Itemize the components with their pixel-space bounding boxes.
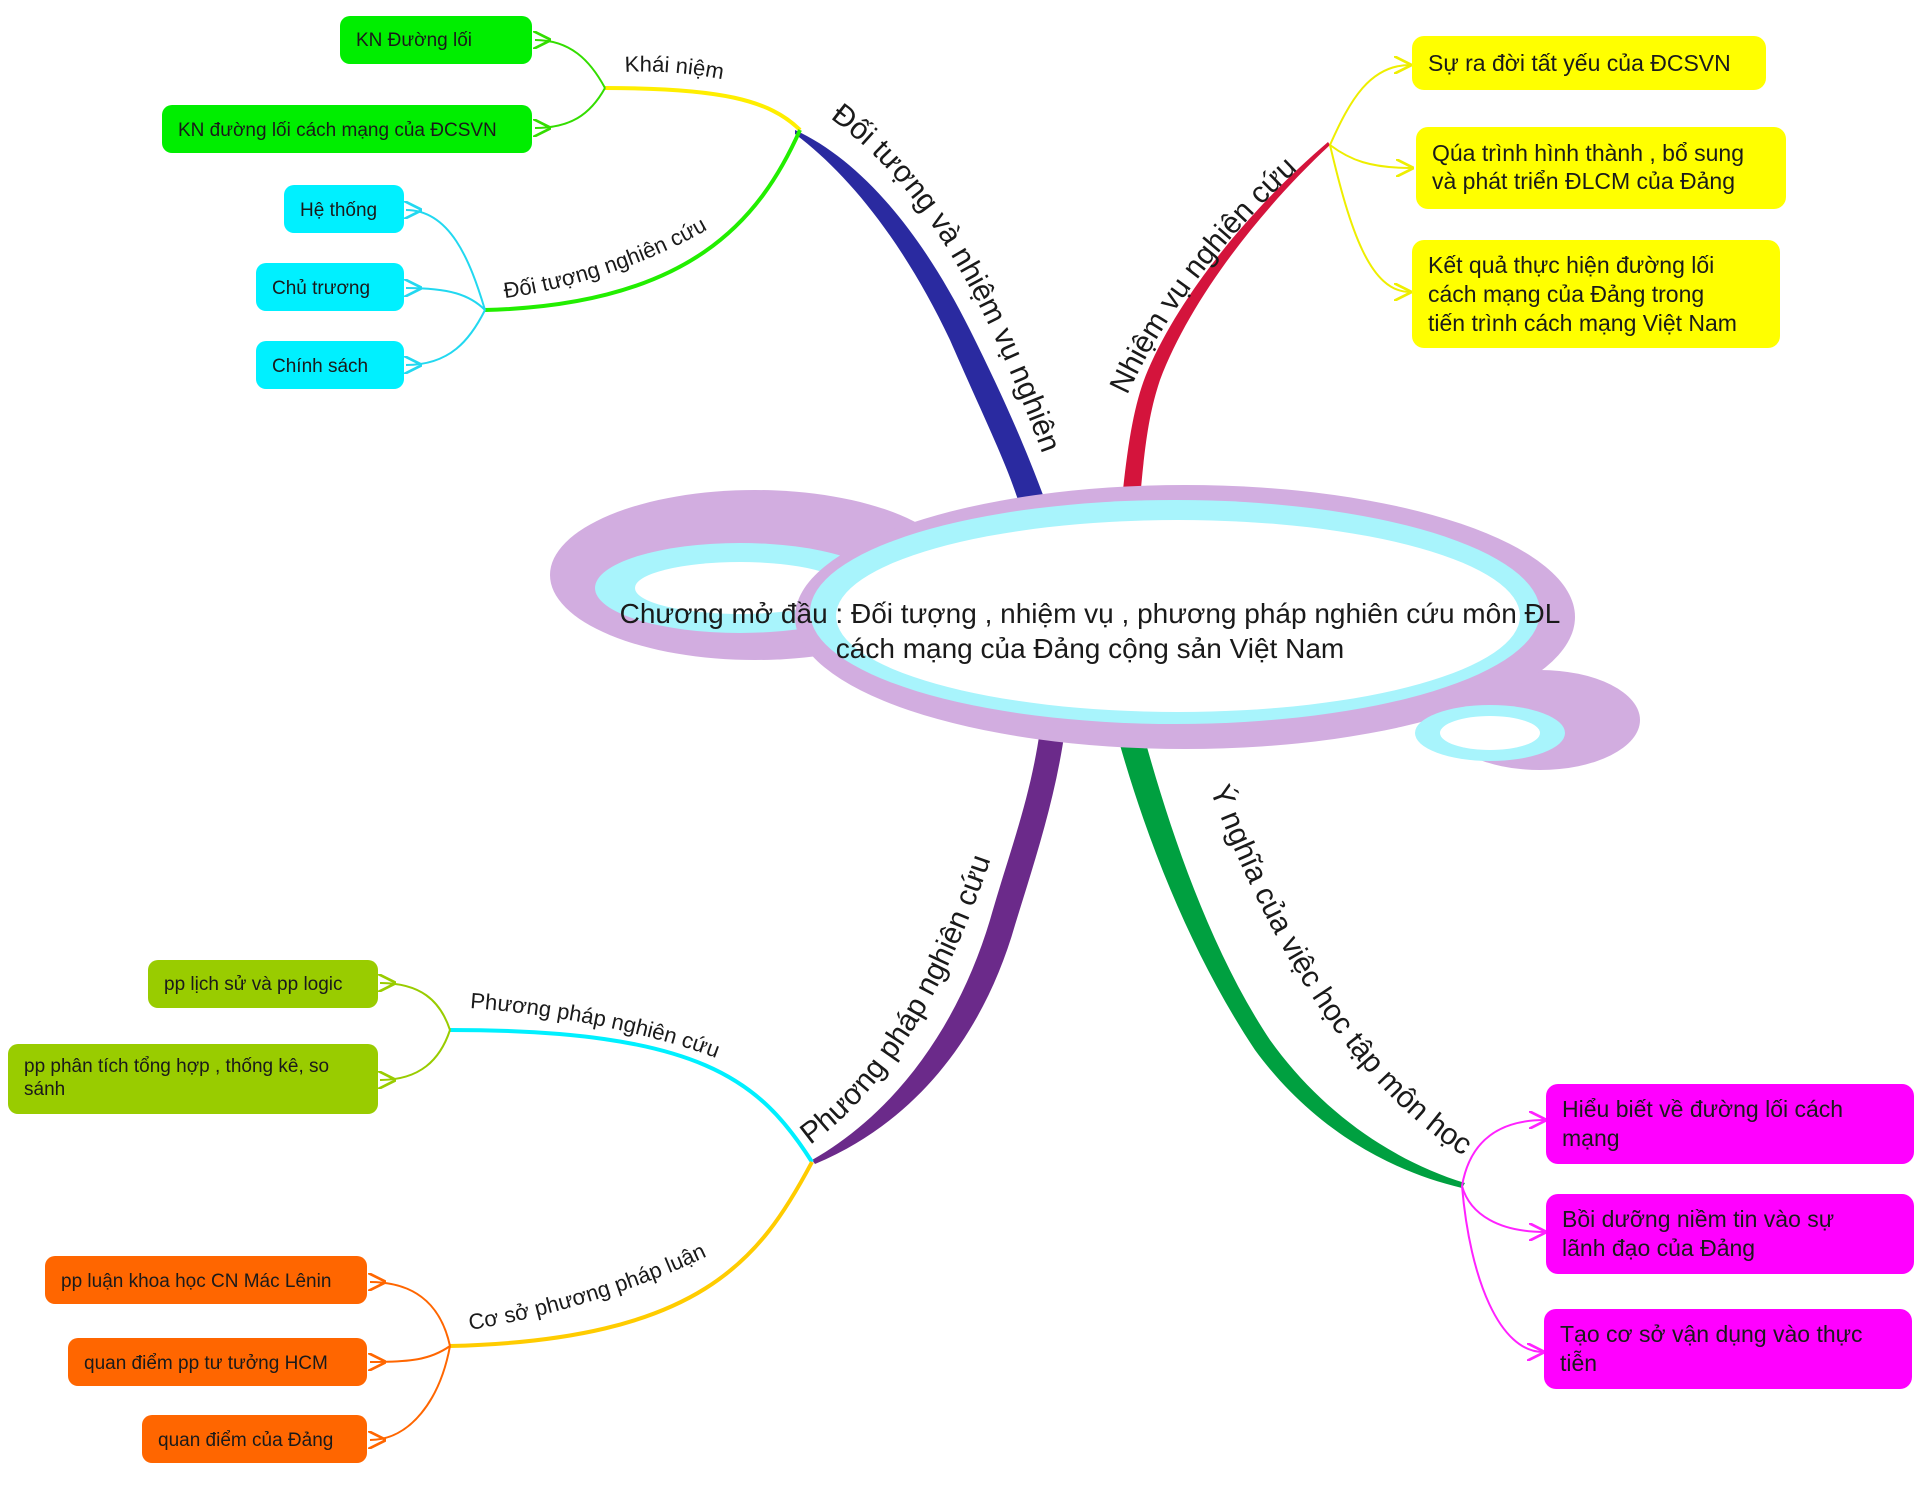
branch-nhiem-vu-ribbon — [1122, 142, 1330, 500]
leaf-pp-mac-lenin[interactable] — [45, 1256, 367, 1304]
connector-quan-diem-dang — [370, 1345, 451, 1440]
leaf-kn-dlcm[interactable] — [162, 105, 532, 153]
sub-branch-doi-tuong-nc-line — [484, 129, 802, 312]
leaf-yn-tao-co-so[interactable] — [1544, 1309, 1912, 1389]
leaf-kn-duong-loi-text: KN Đường lối — [356, 30, 472, 51]
leaf-he-thong[interactable] — [284, 185, 404, 233]
leaf-chu-truong-text: Chủ trương — [272, 278, 370, 299]
leaf-yn-hieu-biet-line2: mạng — [1562, 1125, 1620, 1151]
connector-pp-mac-lenin — [370, 1282, 451, 1347]
leaf-pp-phan-tich-line1: pp phân tích tổng hợp , thống kê, so — [24, 1056, 329, 1077]
branch-nhiem-vu-label[interactable]: Nhiệm vụ nghiên cứu — [1104, 150, 1303, 398]
sub-branch-khai-niem-label[interactable]: Khái niệm — [624, 51, 726, 84]
leaf-nv-qua-trinh[interactable] — [1416, 127, 1786, 209]
sub-branch-doi-tuong-nc-label[interactable]: Đối tượng nghiên cứu — [502, 212, 711, 303]
leaf-nv-ket-qua[interactable] — [1412, 240, 1780, 348]
connector-pp-hcm — [370, 1345, 451, 1362]
leaf-nv-su-ra-doi-text: Sự ra đời tất yếu của ĐCSVN — [1428, 50, 1731, 76]
connector-nv-3 — [1329, 144, 1410, 292]
sub-branch-co-so-label[interactable]: Cơ sở phương pháp luận — [467, 1238, 710, 1335]
leaf-nv-su-ra-doi[interactable] — [1412, 36, 1766, 90]
leaf-quan-diem-dang[interactable] — [142, 1415, 367, 1463]
central-topic-line2: cách mạng của Đảng cộng sản Việt Nam — [836, 633, 1344, 664]
connector-kn-duong-loi — [535, 40, 606, 89]
leaf-yn-tao-co-so-line2: tiễn — [1560, 1350, 1597, 1376]
central-topic-shape — [550, 485, 1640, 770]
leaf-yn-boi-duong-line1: Bồi dưỡng niềm tin vào sự — [1562, 1206, 1834, 1232]
leaf-yn-hieu-biet[interactable] — [1546, 1084, 1914, 1164]
branch-doi-tuong-ribbon — [795, 130, 1045, 500]
leaf-pp-lich-su[interactable] — [148, 960, 378, 1008]
leaf-chinh-sach[interactable] — [256, 341, 404, 389]
leaf-pp-hcm-text: quan điểm pp tư tưởng HCM — [84, 1353, 328, 1374]
sub-branch-khai-niem-line — [604, 86, 802, 132]
connector-yn-1 — [1461, 1120, 1545, 1187]
branch-phuong-phap-ribbon — [812, 730, 1065, 1164]
leaf-kn-dlcm-text: KN đường lối cách mạng của ĐCSVN — [178, 120, 497, 141]
connector-yn-2 — [1461, 1185, 1545, 1232]
leaf-pp-phan-tich[interactable] — [8, 1044, 378, 1114]
leaf-nv-ket-qua-line3: tiến trình cách mạng Việt Nam — [1428, 310, 1737, 336]
leaf-nv-ket-qua-line1: Kết quả thực hiện đường lối — [1428, 252, 1714, 278]
leaf-pp-lich-su-text: pp lịch sử và pp logic — [164, 974, 343, 995]
sub-branch-co-so-line — [449, 1161, 814, 1348]
leaf-pp-phan-tich-line2: sánh — [24, 1079, 65, 1100]
connector-nv-1 — [1329, 65, 1410, 146]
connector-chinh-sach — [406, 309, 486, 365]
connector-pp-lich-su — [380, 983, 451, 1031]
branch-y-nghia-label[interactable]: Ý nghĩa của việc học tập môn học — [1203, 780, 1477, 1161]
leaf-quan-diem-dang-text: quan điểm của Đảng — [158, 1430, 333, 1451]
leaf-chinh-sach-text: Chính sách — [272, 356, 368, 377]
leaf-pp-hcm[interactable] — [68, 1338, 367, 1386]
leaf-kn-duong-loi[interactable] — [340, 16, 532, 64]
connector-yn-3 — [1461, 1185, 1543, 1352]
connector-chu-truong — [406, 288, 486, 311]
leaf-yn-boi-duong-line2: lãnh đạo của Đảng — [1562, 1235, 1755, 1261]
leaf-he-thong-text: Hệ thống — [300, 200, 377, 221]
leaf-yn-hieu-biet-line1: Hiểu biết về đường lối cách — [1562, 1096, 1843, 1122]
leaf-nv-qua-trinh-line1: Qúa trình hình thành , bổ sung — [1432, 140, 1744, 166]
leaf-nv-ket-qua-line2: cách mạng của Đảng trong — [1428, 281, 1704, 307]
connector-nv-2 — [1329, 144, 1412, 168]
central-topic-line1: Chương mở đầu : Đối tượng , nhiệm vụ , p… — [620, 598, 1561, 629]
connector-kn-dlcm — [535, 87, 606, 128]
branch-doi-tuong-label[interactable]: Đối tượng và nhiệm vụ nghiên — [826, 97, 1067, 456]
leaf-chu-truong[interactable] — [256, 263, 404, 311]
sub-branch-pp-nc-line — [449, 1028, 814, 1164]
sub-branch-pp-nc-label[interactable]: Phương pháp nghiên cứu — [470, 988, 724, 1063]
connector-pp-phan-tich — [380, 1029, 451, 1080]
leaf-yn-tao-co-so-line1: Tạo cơ sở vận dụng vào thực — [1560, 1321, 1863, 1347]
leaf-yn-boi-duong[interactable] — [1546, 1194, 1914, 1274]
branch-y-nghia-ribbon — [1120, 740, 1465, 1188]
leaf-nv-qua-trinh-line2: và phát triển ĐLCM của Đảng — [1432, 168, 1735, 194]
leaf-pp-mac-lenin-text: pp luận khoa học CN Mác Lênin — [61, 1271, 331, 1292]
connector-he-thong — [406, 210, 486, 311]
